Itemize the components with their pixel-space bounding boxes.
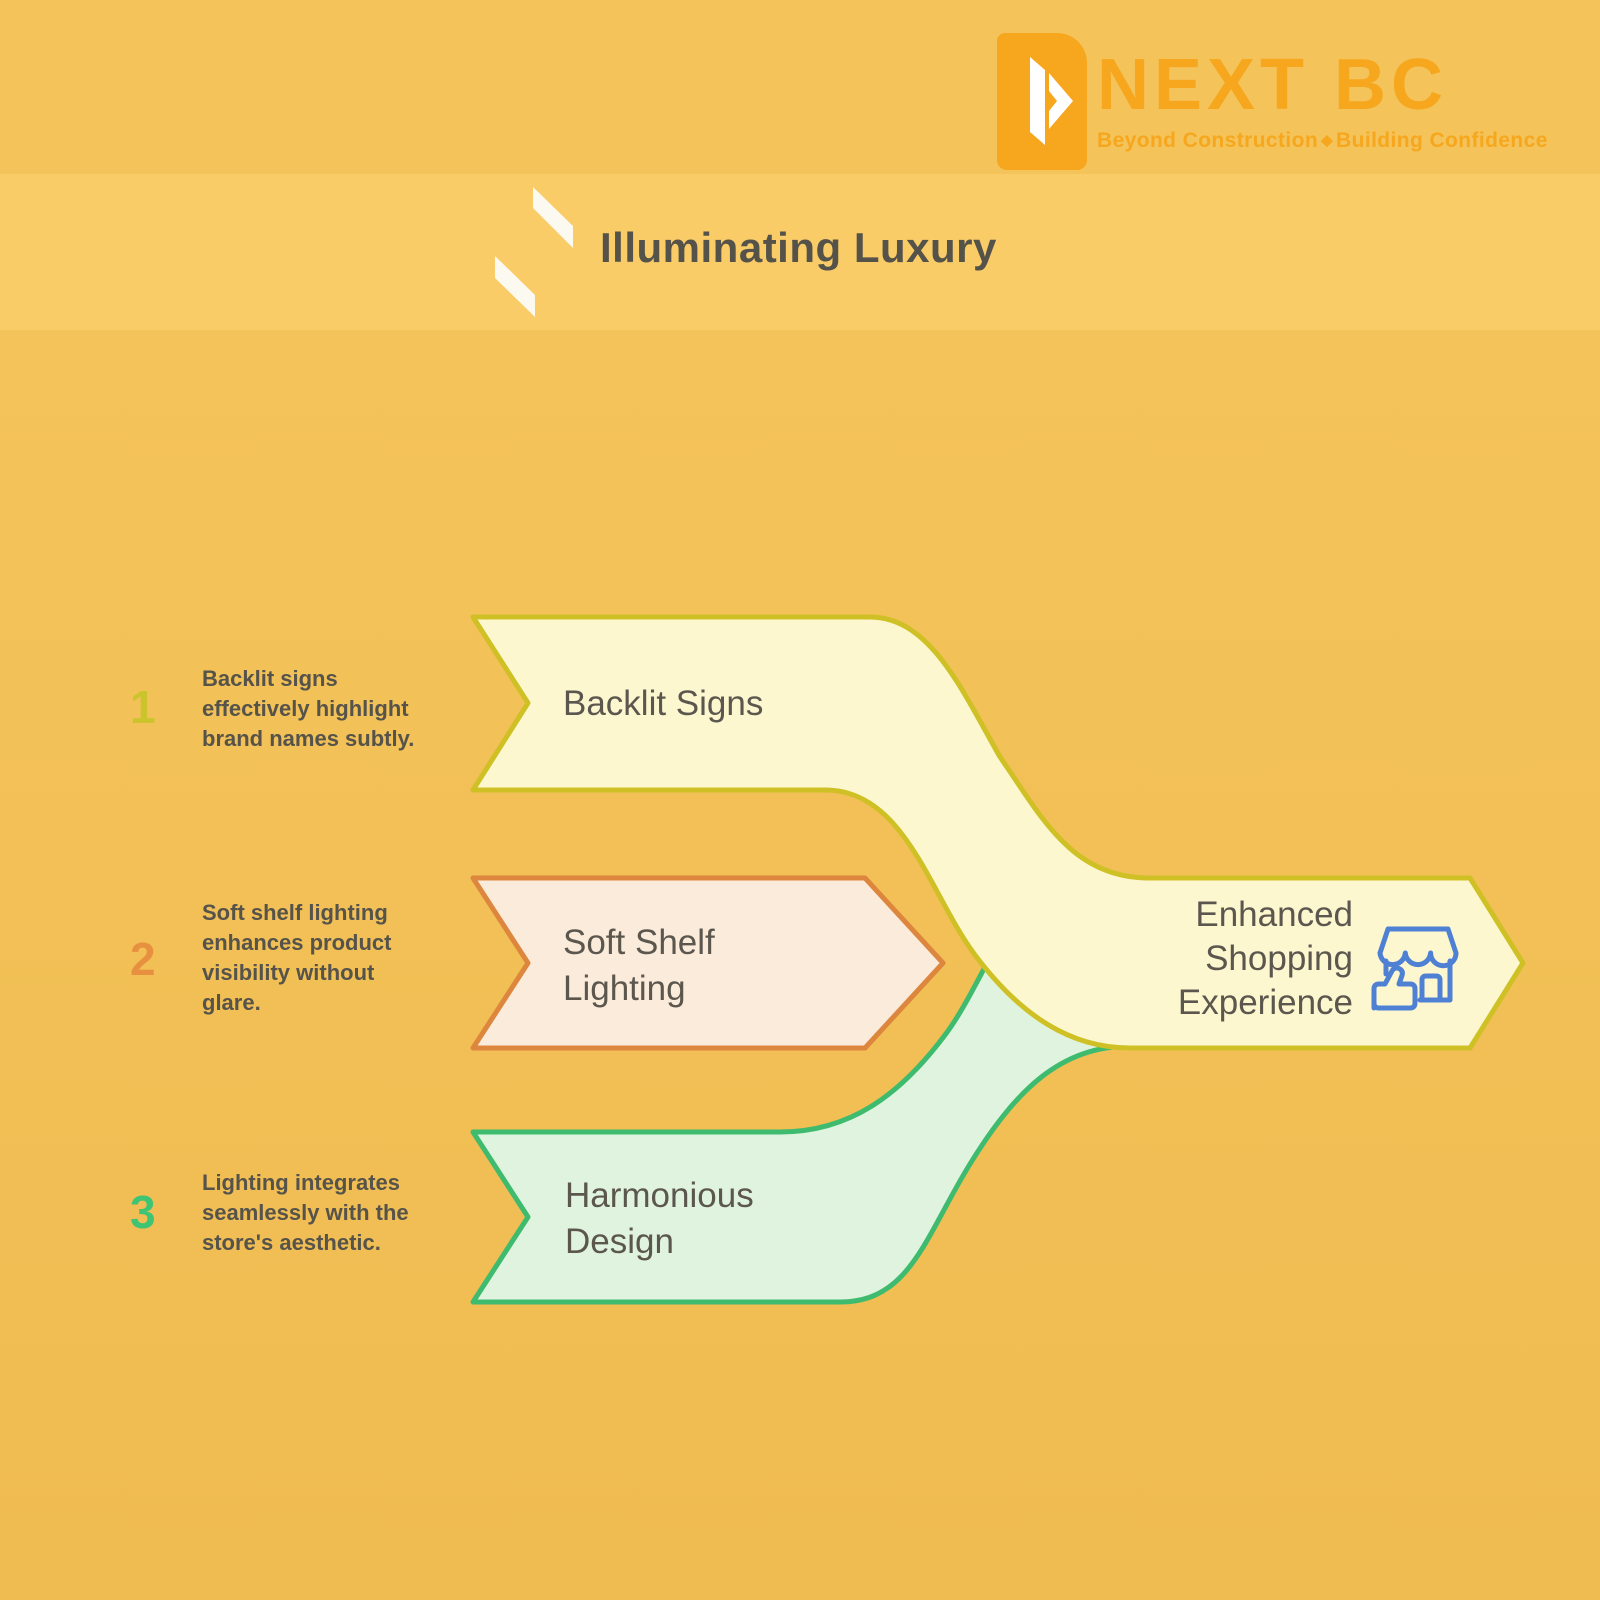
step-description-2: Soft shelf lighting enhances product vis… <box>202 900 392 1015</box>
diamond-icon: ◆ <box>1321 132 1334 149</box>
step-number-2: 2 <box>130 933 156 985</box>
band-label-harmonious-design: Harmonious Design <box>565 1176 754 1261</box>
tagline-left: Beyond Construction <box>1097 129 1319 152</box>
brand-name: NEXT BC <box>1097 45 1449 125</box>
step-description-3: Lighting integrates seamlessly with the … <box>202 1170 409 1255</box>
header-band <box>0 174 1600 330</box>
storefront-thumbs-up-icon <box>1371 926 1459 1011</box>
flow-band-soft-shelf-lighting <box>470 875 946 1051</box>
flow-band-backlit-signs-and-result <box>470 614 1526 1051</box>
tagline-right: Building Confidence <box>1336 129 1548 152</box>
step-number-1: 1 <box>130 681 156 733</box>
top-strip <box>0 0 1600 174</box>
brand-tagline: Beyond Construction◆Building Confidence <box>1097 129 1548 153</box>
page-title: Illuminating Luxury <box>600 224 997 271</box>
brand-mark-icon <box>997 33 1087 170</box>
step-description-1: Backlit signs effectively highlight bran… <box>202 666 415 751</box>
result-label: Enhanced Shopping Experience <box>1177 895 1353 1022</box>
header-logo-icon <box>495 187 573 317</box>
brand-logo: NEXT BC Beyond Construction◆Building Con… <box>997 33 1548 170</box>
band-label-backlit-signs: Backlit Signs <box>563 684 764 723</box>
step-number-3: 3 <box>130 1186 156 1238</box>
band-label-soft-shelf-lighting: Soft Shelf Lighting <box>563 923 715 1008</box>
